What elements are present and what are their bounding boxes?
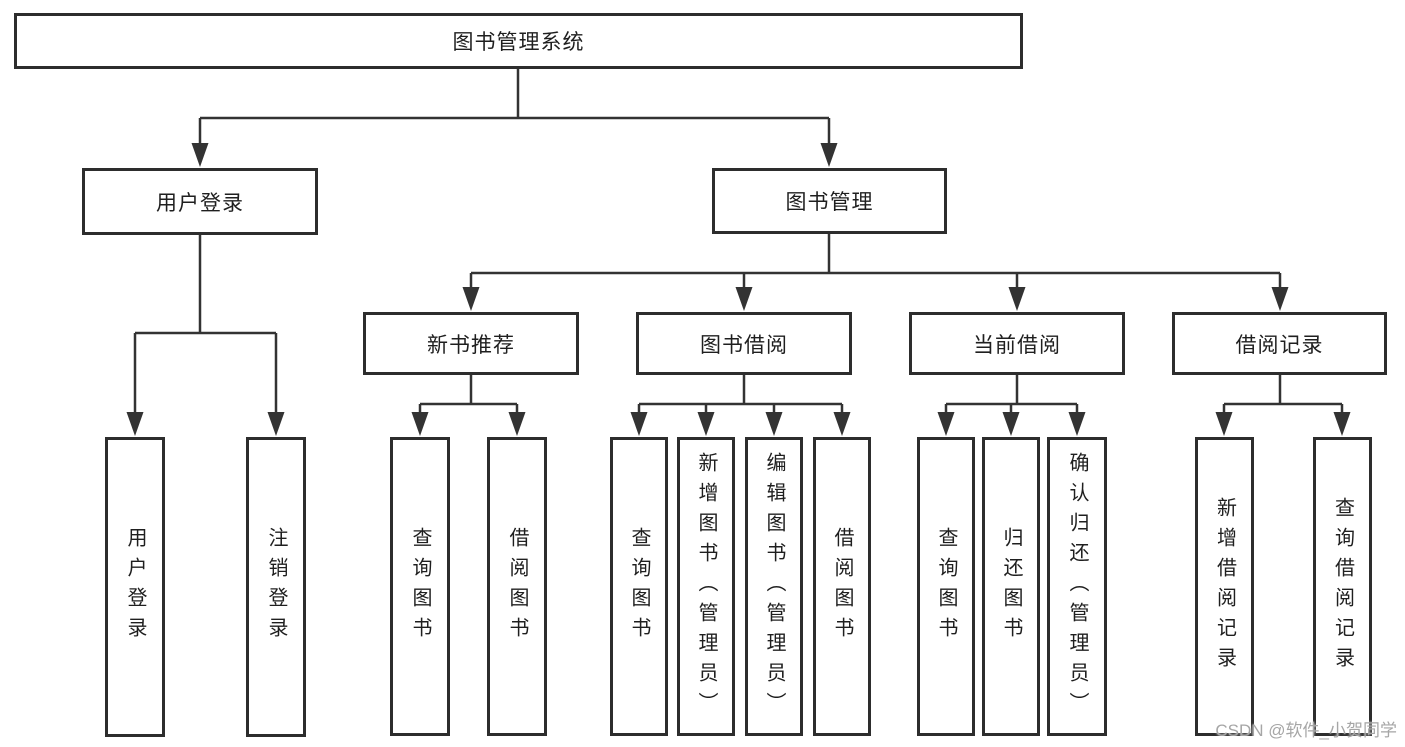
- csdn-watermark: CSDN @软件_小贺同学: [1215, 721, 1397, 740]
- node-label: 图书管理系统: [452, 31, 585, 54]
- arrow-down-icon: [191, 143, 209, 167]
- node-label: 新书推荐: [427, 333, 515, 357]
- node-label: 借阅图书: [831, 526, 853, 647]
- arrow-down-icon: [1008, 287, 1026, 311]
- node-user-login: 用户登录: [82, 168, 318, 235]
- node-label: 查询图书: [409, 526, 431, 647]
- node-label: 新增借阅记录: [1213, 496, 1236, 677]
- leaf-query-books-3: 查询图书: [917, 437, 975, 736]
- node-library-system: 图书管理系统: [14, 13, 1023, 69]
- leaf-add-book-admin: 新增图书（管理员）: [677, 437, 735, 736]
- node-label: 图书管理: [785, 191, 874, 214]
- leaf-query-borrow-record: 查询借阅记录: [1313, 437, 1372, 736]
- leaf-confirm-return-admin: 确认归还（管理员）: [1047, 437, 1107, 736]
- edges-records-to-leaves: [1215, 375, 1351, 436]
- leaf-user-login: 用户登录: [105, 437, 165, 737]
- leaf-query-books-1: 查询图书: [390, 437, 450, 736]
- edges-current-to-leaves: [937, 375, 1086, 436]
- node-book-management: 图书管理: [712, 168, 947, 234]
- edges-login-to-leaves: [126, 235, 285, 436]
- leaf-logout: 注销登录: [246, 437, 306, 737]
- node-book-borrowing: 图书借阅: [636, 312, 852, 375]
- arrow-down-icon: [508, 412, 526, 436]
- leaf-add-borrow-record: 新增借阅记录: [1195, 437, 1254, 736]
- edges-management-to-level3: [462, 234, 1289, 311]
- arrow-down-icon: [1215, 412, 1233, 436]
- arrow-down-icon: [462, 287, 480, 311]
- node-label: 查询图书: [935, 526, 957, 647]
- arrow-down-icon: [697, 412, 715, 436]
- arrow-down-icon: [833, 412, 851, 436]
- node-label: 借阅图书: [506, 526, 528, 647]
- node-label: 确认归还（管理员）: [1066, 451, 1088, 722]
- node-label: 查询借阅记录: [1331, 496, 1354, 677]
- arrow-down-icon: [765, 412, 783, 436]
- arrow-down-icon: [1271, 287, 1289, 311]
- arrow-down-icon: [267, 412, 285, 436]
- leaf-borrow-books-1: 借阅图书: [487, 437, 547, 736]
- arrow-down-icon: [411, 412, 429, 436]
- node-current-borrowing: 当前借阅: [909, 312, 1125, 375]
- arrow-down-icon: [1068, 412, 1086, 436]
- node-label: 查询图书: [628, 526, 650, 647]
- node-label: 注销登录: [265, 527, 287, 647]
- arrow-down-icon: [126, 412, 144, 436]
- node-label: 编辑图书（管理员）: [763, 451, 785, 722]
- edges-root-to-level2: [191, 69, 838, 167]
- node-borrowing-records: 借阅记录: [1172, 312, 1387, 375]
- node-label: 归还图书: [1000, 526, 1022, 647]
- leaf-edit-book-admin: 编辑图书（管理员）: [745, 437, 803, 736]
- node-new-book-recommend: 新书推荐: [363, 312, 579, 375]
- arrow-down-icon: [735, 287, 753, 311]
- node-label: 借阅记录: [1235, 333, 1324, 357]
- node-label: 当前借阅: [973, 333, 1061, 357]
- leaf-query-books-2: 查询图书: [610, 437, 668, 736]
- node-label: 用户登录: [156, 191, 244, 215]
- edges-borrowing-to-leaves: [630, 375, 851, 436]
- arrow-down-icon: [937, 412, 955, 436]
- arrow-down-icon: [1002, 412, 1020, 436]
- arrow-down-icon: [630, 412, 648, 436]
- node-label: 用户登录: [124, 527, 146, 647]
- node-label: 图书借阅: [700, 333, 788, 357]
- node-label: 新增图书（管理员）: [695, 451, 717, 722]
- edges-newbook-to-leaves: [411, 375, 526, 436]
- arrow-down-icon: [1333, 412, 1351, 436]
- leaf-return-book: 归还图书: [982, 437, 1040, 736]
- arrow-down-icon: [820, 143, 838, 167]
- leaf-borrow-books-2: 借阅图书: [813, 437, 871, 736]
